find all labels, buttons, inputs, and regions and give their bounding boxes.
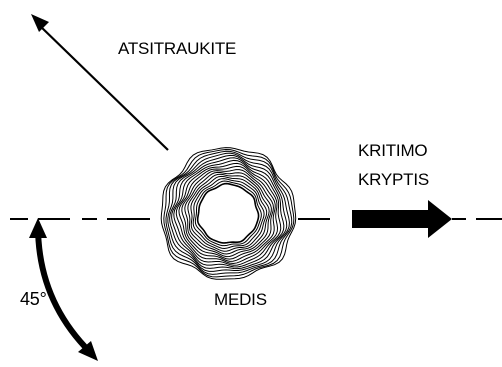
tree-label: MEDIS	[214, 291, 267, 308]
tree-ring	[195, 181, 261, 246]
tree-rings	[161, 148, 296, 280]
angle-label: 45°	[20, 290, 47, 308]
retreat-arrow	[31, 14, 168, 150]
tree-ring	[198, 184, 259, 243]
fall-direction-label-line1: KRITIMO	[358, 142, 427, 159]
fall-direction-arrow	[352, 200, 452, 238]
tree-ring	[179, 166, 275, 261]
tree-ring	[191, 176, 267, 251]
fall-direction-label-line2: KRYPTIS	[358, 171, 429, 188]
retreat-label: ATSITRAUKITE	[118, 40, 236, 57]
tree-ring	[193, 179, 264, 249]
